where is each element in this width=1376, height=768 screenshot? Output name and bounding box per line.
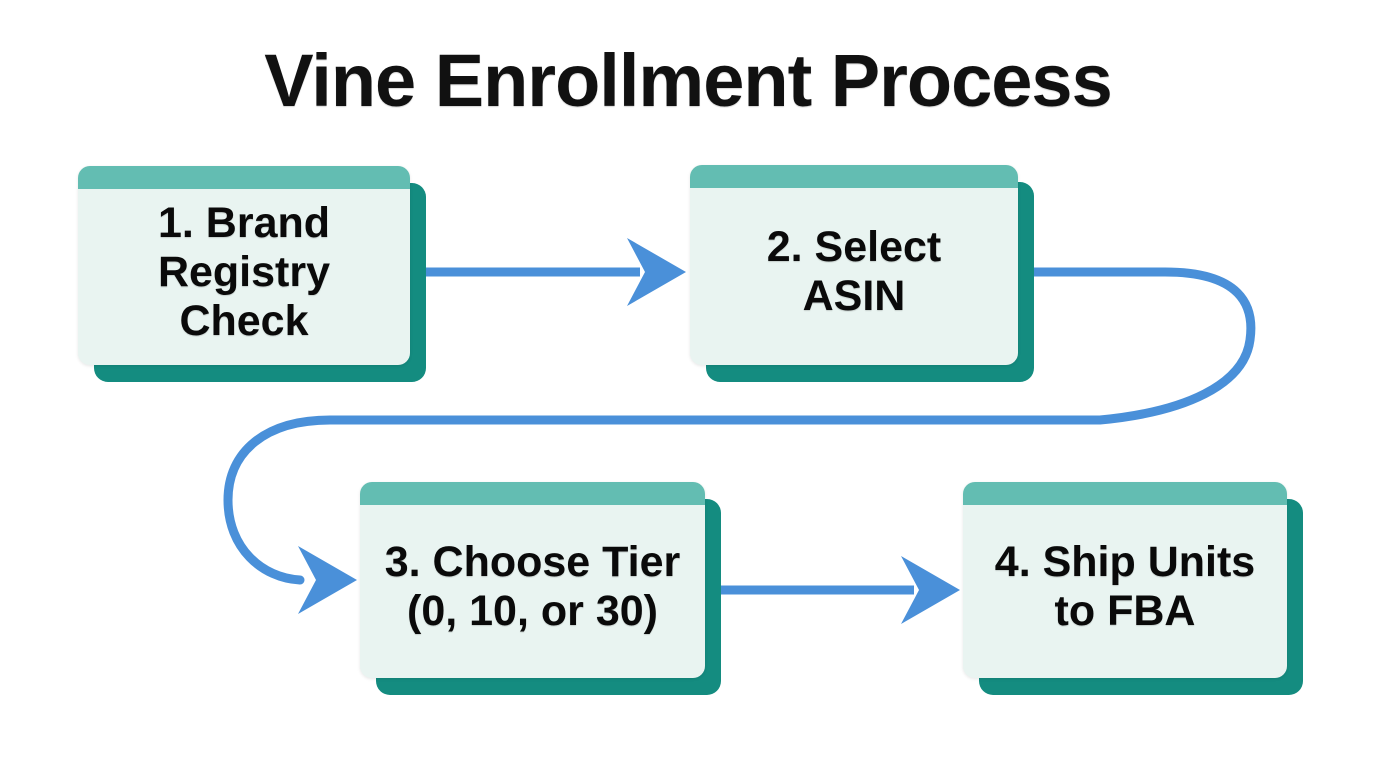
- flow-node-label-step-4: 4. Ship Units to FBA: [994, 537, 1256, 635]
- node-header-strip: [78, 166, 410, 189]
- page-title: Vine Enrollment Process: [264, 39, 1113, 122]
- node-header-strip: [360, 482, 705, 505]
- flow-node-step-3[interactable]: 3. Choose Tier (0, 10, or 30): [360, 482, 721, 695]
- node-card: 2. Select ASIN: [690, 165, 1018, 365]
- flow-node-label-step-3: 3. Choose Tier (0, 10, or 30): [384, 537, 681, 635]
- flow-node-step-4[interactable]: 4. Ship Units to FBA: [963, 482, 1303, 695]
- node-header-strip: [963, 482, 1287, 505]
- node-card: 3. Choose Tier (0, 10, or 30): [360, 482, 705, 678]
- flow-node-label-step-1: 1. Brand Registry Check: [157, 198, 331, 345]
- node-header-strip: [690, 165, 1018, 188]
- arrow-step1-to-step2: [422, 238, 686, 306]
- arrow-step3-to-step4: [718, 556, 960, 624]
- node-card: 4. Ship Units to FBA: [963, 482, 1287, 678]
- node-card: 1. Brand Registry Check: [78, 166, 410, 365]
- flow-node-label-step-2: 2. Select ASIN: [766, 222, 942, 320]
- flow-node-step-1[interactable]: 1. Brand Registry Check: [78, 166, 426, 382]
- flow-node-step-2[interactable]: 2. Select ASIN: [690, 165, 1034, 382]
